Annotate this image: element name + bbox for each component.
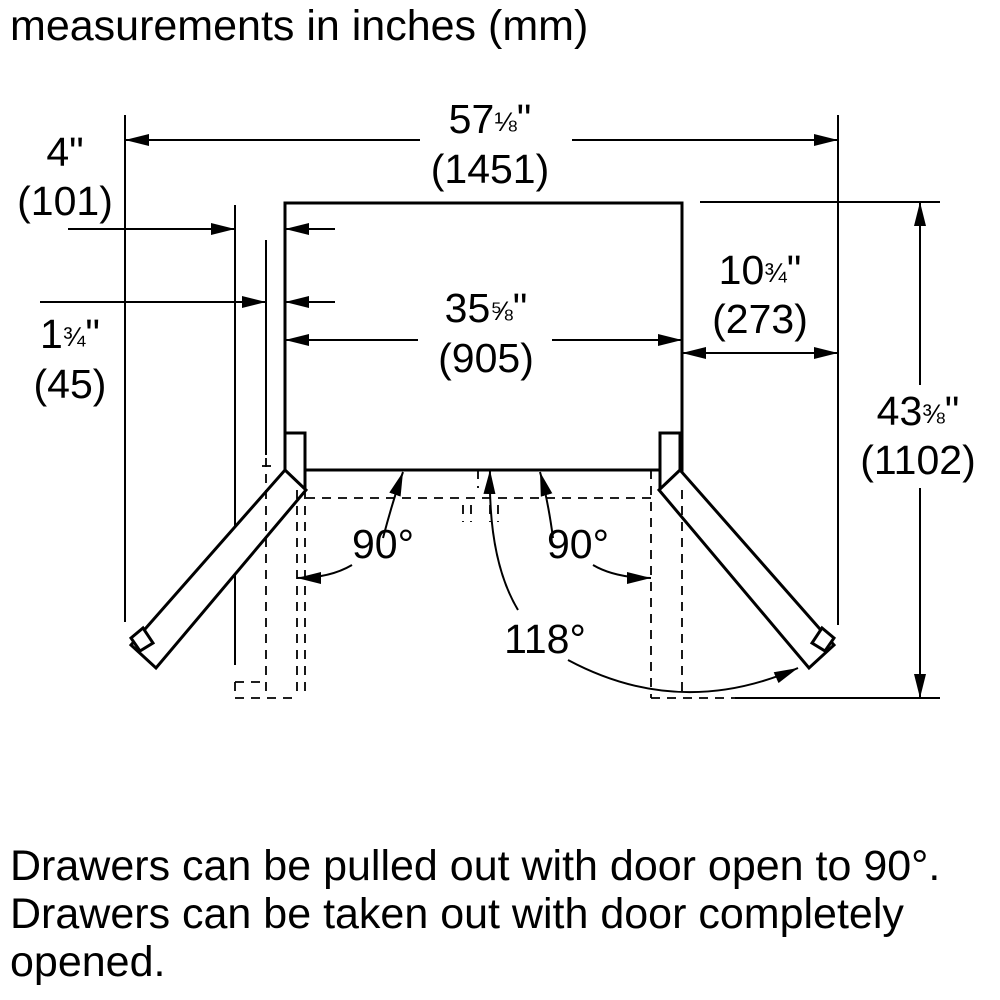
door-clearance-inches: 4" [46, 129, 83, 175]
drawer-outline [306, 470, 651, 522]
left-door-angle: 90° [352, 521, 414, 567]
full-open-arc [567, 659, 799, 694]
right-angle-arrow-down [539, 471, 554, 539]
full-open-angle: 118° [504, 616, 586, 662]
overall-width-mm: (1451) [431, 146, 550, 192]
door-90-outline-right [650, 470, 735, 699]
refrigerator-clearance-diagram: 57⅛" (1451) 35⅝" (905) 4" (101) 1¾" (45)… [17, 96, 976, 699]
left-door [128, 467, 309, 671]
left-angle-arrow-side [296, 564, 353, 584]
right-angle-arrow-side [592, 564, 652, 584]
diagram-title: measurements in inches (mm) [10, 2, 589, 50]
overall-depth-mm: (1102) [860, 437, 975, 483]
left-angle-arrow-down [382, 471, 404, 539]
side-extension-inches: 10¾" [719, 247, 802, 293]
right-door-angle: 90° [547, 521, 609, 567]
door-clearance-mm: (101) [17, 178, 113, 224]
cabinet-width-mm: (905) [438, 335, 534, 381]
drawer-note: Drawers can be pulled out with door open… [10, 842, 941, 987]
cabinet-width-inches: 35⅝" [445, 285, 528, 331]
right-door [656, 467, 837, 671]
handle-clearance-inches: 1¾" [40, 311, 100, 357]
overall-width-inches: 57⅛" [449, 96, 532, 142]
full-open-arrow-up [483, 469, 519, 611]
door-90-outline-left [234, 458, 306, 699]
side-extension-mm: (273) [712, 296, 808, 342]
handle-clearance-mm: (45) [34, 361, 107, 407]
overall-depth-inches: 43⅜" [877, 388, 960, 434]
extension-lines [124, 115, 940, 699]
